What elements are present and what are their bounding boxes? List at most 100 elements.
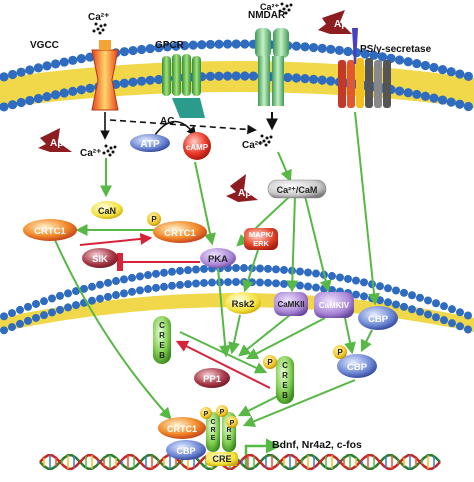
membrane-bead [400, 302, 408, 311]
membrane-bead [145, 75, 155, 85]
membrane-bead [72, 287, 80, 296]
calcium-ion-dot [92, 29, 96, 33]
membrane-bead [456, 322, 464, 331]
membrane-bead [440, 316, 448, 325]
membrane-bead [168, 267, 176, 276]
calcium-ion-dot [103, 23, 107, 27]
membrane-bead [392, 300, 400, 309]
cre-element [206, 452, 238, 466]
membrane-bead [0, 312, 8, 321]
p-badge-dna-3: P [230, 420, 235, 427]
membrane-bead [0, 326, 8, 335]
membrane-bead [369, 50, 379, 60]
creb-letter-3: E [159, 341, 165, 350]
membrane-bead [8, 323, 16, 332]
membrane-bead [280, 265, 288, 274]
membrane-bead [395, 55, 405, 65]
ac-label: AC [160, 116, 174, 127]
membrane-bead [424, 310, 432, 319]
calcium-ion-dot [106, 149, 110, 153]
dna-creb-r: R [210, 427, 215, 434]
calcium-ion-dot [285, 4, 289, 8]
membrane-bead [104, 292, 112, 301]
membrane-bead [76, 85, 86, 95]
arrow-mapk-to-rsk2 [242, 249, 259, 293]
arrow-cam-to-camkiv [304, 195, 332, 293]
can-label: CaN [98, 206, 116, 216]
membrane-bead [25, 95, 35, 106]
membrane-bead [326, 76, 336, 86]
creb-dimer-left [206, 412, 220, 452]
ca-in-right-label: Ca²⁺ [242, 140, 263, 151]
creb-letter-4: B [159, 351, 165, 360]
membrane-bead [272, 279, 280, 288]
membrane-bead [344, 274, 352, 283]
membrane-bead [162, 42, 172, 52]
membrane-bead [42, 91, 52, 102]
membrane-bead [176, 266, 184, 275]
sik-node: SIK [82, 248, 118, 268]
membrane-bead [192, 279, 200, 288]
membrane-bead [395, 86, 405, 96]
ca-top-right-label: Ca²⁺ [260, 2, 280, 12]
membrane-bead [223, 71, 233, 81]
vgcc-channel [91, 40, 119, 111]
membrane-bead [283, 72, 293, 83]
membrane-bead [88, 282, 96, 291]
membrane-bead [88, 296, 96, 305]
membrane-bead [448, 305, 456, 314]
calcium-ion-dot [280, 2, 284, 6]
abeta-mid: Aβ [226, 174, 258, 202]
arrow-transcription [244, 438, 281, 466]
gpcr-receptor [162, 54, 205, 118]
membrane-bead [16, 305, 24, 314]
membrane-bead [376, 296, 384, 305]
calcium-ion-dot [264, 143, 268, 147]
membrane-bead [152, 283, 160, 292]
membrane-bead [184, 266, 192, 275]
calcium-ion-dot [108, 153, 112, 157]
membrane-bead [352, 276, 360, 285]
membrane-bead [360, 49, 370, 59]
calcium-ion-dot [260, 134, 264, 138]
membrane-bead [264, 278, 272, 287]
membrane-bead [8, 100, 18, 110]
membrane-bead [463, 101, 473, 112]
cbp-dna-label: CBP [176, 446, 195, 456]
membrane-bead [408, 305, 416, 314]
rsk2-node: Rsk2 [225, 292, 261, 314]
membrane-bead [420, 91, 430, 101]
membrane-bead [464, 311, 472, 320]
arrow-camkiv-to-cbp [344, 317, 356, 355]
membrane-bead [272, 265, 280, 274]
camkii-node: CaMKII [274, 292, 308, 316]
membrane-bead [377, 52, 387, 62]
membrane-bead [240, 264, 248, 273]
membrane-bead [448, 319, 456, 328]
calcium-ion-dot [282, 7, 286, 11]
membrane-bead [112, 277, 120, 286]
membrane-bead [291, 41, 301, 51]
target-genes-label: Bdnf, Nr4a2, c-fos [272, 439, 362, 451]
membrane-bead [432, 313, 440, 322]
membrane-bead [112, 291, 120, 300]
membrane-bead [137, 76, 147, 86]
membrane-bead [56, 291, 64, 300]
membrane-bead [455, 69, 465, 79]
membrane-bead [16, 319, 24, 328]
dna-creb-e: E [211, 435, 216, 442]
membrane-bead [224, 278, 232, 287]
membrane-bead [264, 264, 272, 273]
membrane-bead [56, 305, 64, 314]
membrane-bead [16, 67, 26, 77]
membrane-bead [168, 281, 176, 290]
membrane-bead [200, 264, 208, 273]
can-node: CaN [91, 201, 123, 219]
membrane-bead [352, 290, 360, 299]
membrane-bead [180, 41, 190, 51]
membrane-bead [59, 88, 69, 98]
calcium-ion-dot [94, 22, 98, 26]
creb-letter-1: C [159, 321, 165, 330]
